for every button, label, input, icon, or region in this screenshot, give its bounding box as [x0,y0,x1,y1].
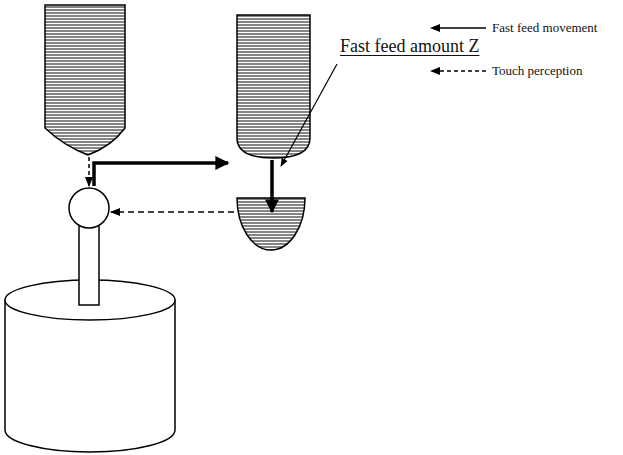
leader-line [281,64,337,166]
legend-line [438,27,486,28]
touch-arrow [88,157,90,186]
touch-arrow [111,211,234,213]
legend-arrowhead [430,67,440,75]
legend-text: Fast feed movement [492,20,597,36]
legend-sample [428,20,488,36]
probe-ball [69,188,109,228]
callout-label: Fast feed amount Z [340,36,479,57]
legend-text: Touch perception [492,63,582,79]
base-cylinder [5,280,175,452]
feed-arrow [94,163,228,186]
tool-left [45,5,125,155]
legend-line [438,70,486,71]
tool-right [237,15,310,158]
probe-stem [79,225,99,305]
legend-arrowhead [430,24,440,32]
legend-entry: Fast feed movement [428,20,597,36]
legend-entry: Touch perception [428,63,582,79]
legend-sample [428,63,488,79]
feed-arrow [270,160,274,212]
